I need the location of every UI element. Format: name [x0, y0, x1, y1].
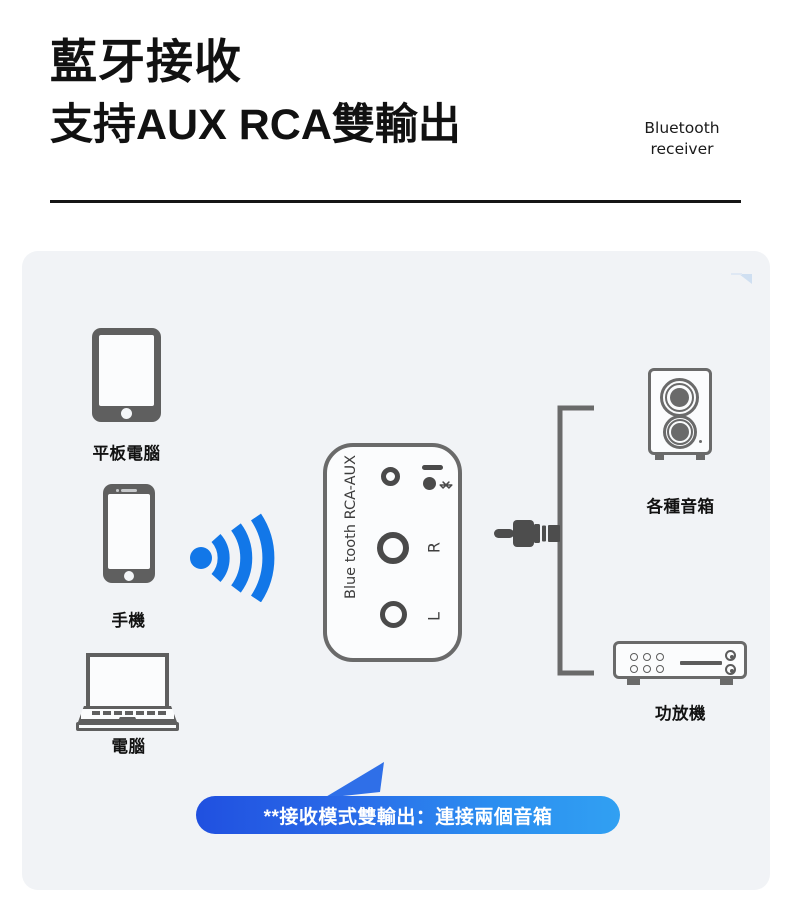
status-dash-icon: [422, 465, 443, 470]
phone-earpiece-icon: [121, 489, 137, 492]
led-indicator-icon: [381, 467, 400, 486]
speaker-woofer-mid: [665, 383, 694, 412]
phone-icon: [103, 484, 155, 583]
bluetooth-wave-icon: [188, 488, 290, 603]
corner-line-icon: [731, 273, 742, 275]
phone-home-button-icon: [124, 571, 134, 581]
amplifier-dial-bottom: [725, 664, 736, 675]
speaker-icon: [648, 368, 712, 461]
header: 藍牙接收 支持AUX RCA雙輸出 Bluetooth receiver: [0, 0, 790, 225]
amplifier-icon: [613, 641, 747, 688]
laptop-label: 電腦: [111, 738, 146, 756]
eyebrow-line-1: Bluetooth: [644, 119, 720, 137]
phone-camera-icon: [116, 489, 119, 492]
amplifier-chassis: [613, 641, 747, 679]
callout: **接收模式雙輸出：連接兩個音箱: [196, 762, 626, 834]
aux-plug-icon: [494, 520, 560, 547]
tablet-label: 平板電腦: [92, 445, 161, 463]
rca-jack-right: [377, 532, 409, 564]
speaker-tweeter-mid: [667, 419, 693, 445]
corner-triangle-icon: [739, 274, 752, 284]
headline-line-1: 藍牙接收: [50, 35, 242, 88]
callout-text: **接收模式雙輸出：連接兩個音箱: [263, 806, 553, 828]
laptop-keys: [92, 711, 166, 715]
header-divider: [50, 200, 741, 203]
laptop-screen: [86, 653, 169, 708]
amplifier-label: 功放機: [655, 705, 706, 723]
channel-label-right: R: [424, 541, 444, 554]
bluetooth-receiver-device: Blue tooth RCA-AUX R L: [323, 443, 462, 662]
laptop-icon: [76, 653, 179, 732]
phone-screen: [108, 494, 150, 569]
channel-label-left: L: [424, 612, 444, 621]
callout-pill: **接收模式雙輸出：連接兩個音箱: [196, 796, 620, 834]
page-title: 藍牙接收 支持AUX RCA雙輸出: [50, 34, 610, 151]
amplifier-foot-right: [720, 678, 733, 685]
tablet-screen: [99, 335, 154, 406]
speaker-cabinet: [648, 368, 712, 455]
bluetooth-icon: [439, 478, 453, 492]
amplifier-foot-left: [627, 678, 640, 685]
callout-arrow-icon: [324, 762, 394, 804]
laptop-trackpad: [117, 717, 138, 722]
eyebrow-label: Bluetooth receiver: [622, 118, 742, 160]
speaker-led-icon: [698, 439, 702, 443]
tablet-icon: [92, 328, 161, 422]
headline-line-2: 支持AUX RCA雙輸出: [50, 101, 461, 149]
phone-label: 手機: [111, 612, 146, 630]
speaker-label: 各種音箱: [646, 498, 715, 516]
speaker-woofer-center: [670, 388, 689, 407]
splitter-cable-icon: [482, 398, 632, 683]
speaker-foot-right: [696, 454, 705, 460]
laptop-base: [76, 722, 179, 731]
amplifier-dial-top: [725, 650, 736, 661]
eyebrow-line-2: receiver: [650, 140, 714, 158]
speaker-tweeter-center: [671, 423, 689, 441]
amplifier-display-bar: [680, 661, 722, 665]
speaker-foot-left: [655, 454, 664, 460]
receiver-brand-label: Blue tooth RCA-AUX: [343, 454, 359, 599]
rca-jack-left: [380, 601, 407, 628]
amplifier-button-grid: [630, 653, 672, 674]
status-dot-icon: [423, 477, 436, 490]
tablet-home-button-icon: [121, 407, 132, 419]
